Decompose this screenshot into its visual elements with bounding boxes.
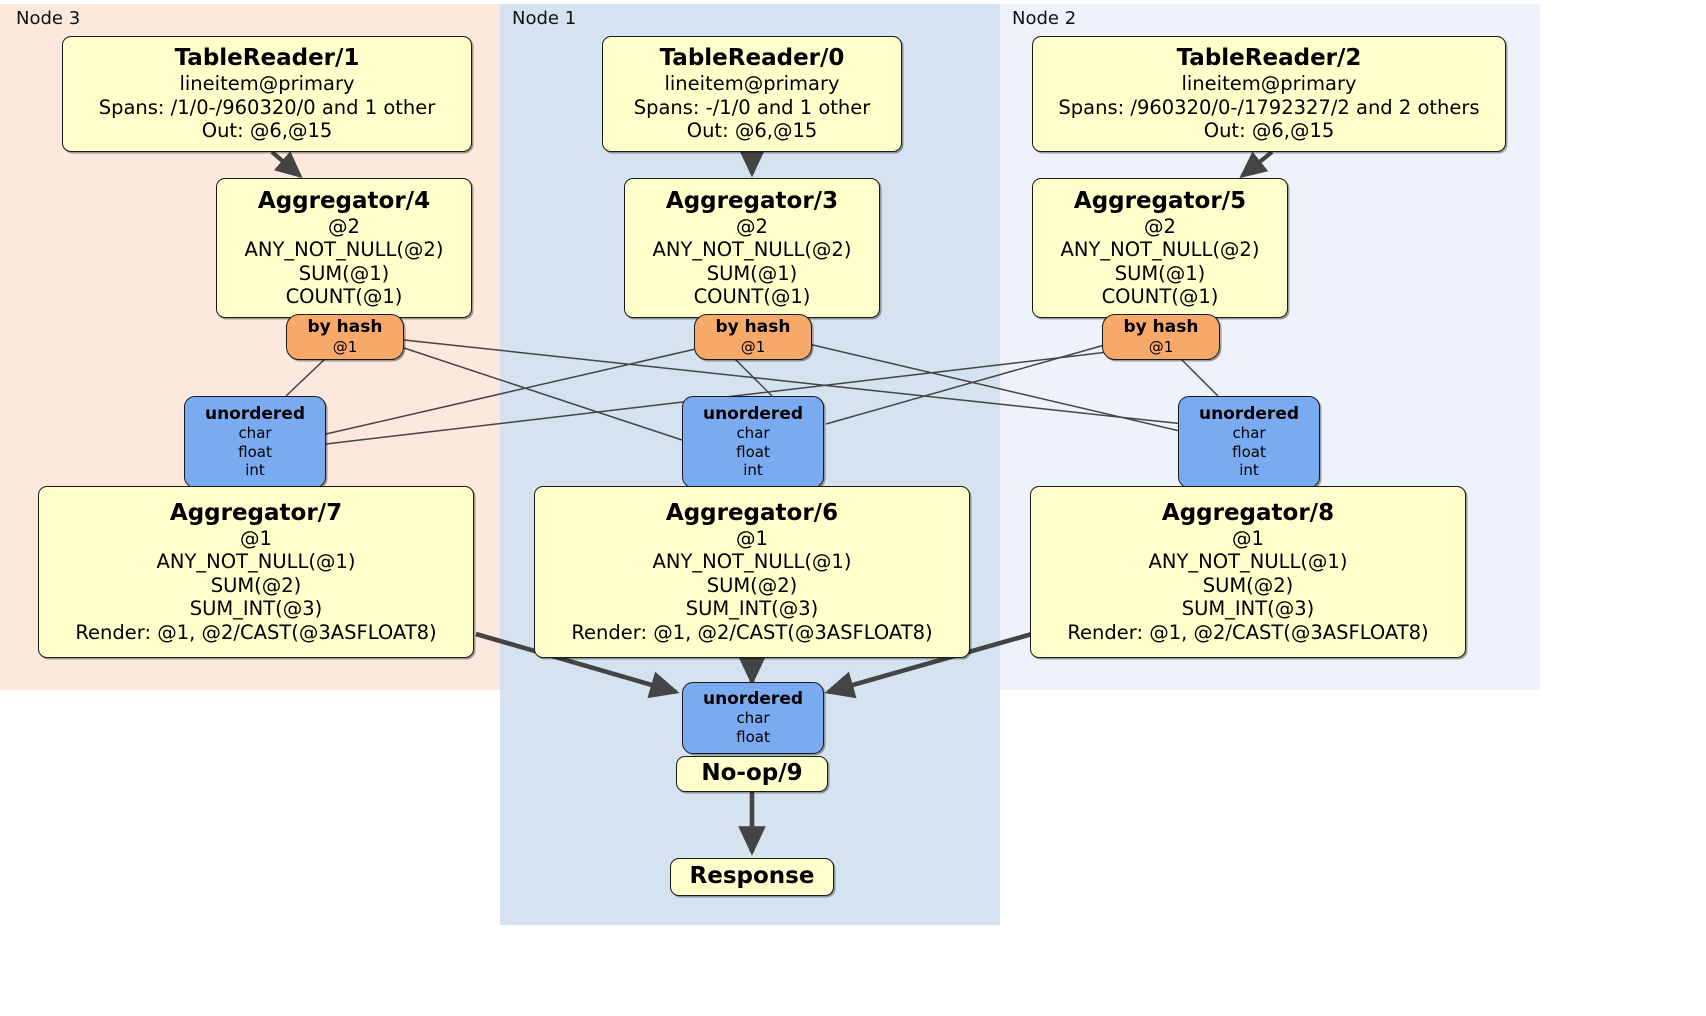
- receiver-final-title: unordered: [702, 688, 804, 709]
- aggregator-8-render: Render: @1, @2/CAST(@3ASFLOAT8): [1067, 620, 1429, 644]
- receiver-right[interactable]: unordered char float int: [1178, 396, 1320, 488]
- receiver-left[interactable]: unordered char float int: [184, 396, 326, 488]
- no-op-9[interactable]: No-op/9: [676, 756, 828, 792]
- table-reader-0-table: lineitem@primary: [664, 72, 840, 96]
- aggregator-6-func-2: SUM_INT(@3): [685, 597, 819, 621]
- aggregator-4[interactable]: Aggregator/4 @2 ANY_NOT_NULL(@2) SUM(@1)…: [216, 178, 472, 318]
- aggregator-5-func-0: ANY_NOT_NULL(@2): [1060, 238, 1260, 262]
- table-reader-1-title: TableReader/1: [174, 45, 360, 72]
- aggregator-6[interactable]: Aggregator/6 @1 ANY_NOT_NULL(@1) SUM(@2)…: [534, 486, 970, 658]
- hash-router-mid[interactable]: by hash @1: [694, 314, 812, 360]
- aggregator-7-func-0: ANY_NOT_NULL(@1): [156, 550, 356, 574]
- receiver-mid-type-1: float: [736, 442, 770, 461]
- table-reader-2-title: TableReader/2: [1176, 45, 1362, 72]
- aggregator-6-group: @1: [736, 527, 768, 551]
- no-op-9-title: No-op/9: [701, 760, 803, 787]
- response-node[interactable]: Response: [670, 858, 834, 896]
- hash-router-right[interactable]: by hash @1: [1102, 314, 1220, 360]
- aggregator-8-func-2: SUM_INT(@3): [1181, 597, 1315, 621]
- aggregator-5[interactable]: Aggregator/5 @2 ANY_NOT_NULL(@2) SUM(@1)…: [1032, 178, 1288, 318]
- receiver-left-title: unordered: [204, 403, 306, 424]
- table-reader-2-spans: Spans: /960320/0-/1792327/2 and 2 others: [1058, 95, 1480, 119]
- table-reader-2-out: Out: @6,@15: [1203, 119, 1335, 143]
- aggregator-3-func-2: COUNT(@1): [693, 284, 811, 308]
- aggregator-4-func-1: SUM(@1): [298, 261, 390, 285]
- receiver-right-type-0: char: [1232, 424, 1266, 443]
- aggregator-3-func-0: ANY_NOT_NULL(@2): [652, 238, 852, 262]
- hash-router-mid-column: @1: [740, 337, 766, 356]
- receiver-mid-type-2: int: [743, 460, 763, 479]
- receiver-final[interactable]: unordered char float: [682, 682, 824, 754]
- hash-router-left-column: @1: [332, 337, 358, 356]
- aggregator-8-func-0: ANY_NOT_NULL(@1): [1148, 550, 1348, 574]
- receiver-mid-type-0: char: [736, 424, 770, 443]
- aggregator-3-func-1: SUM(@1): [706, 261, 798, 285]
- table-reader-1-table: lineitem@primary: [179, 72, 355, 96]
- aggregator-3-group: @2: [736, 214, 768, 238]
- receiver-final-type-0: char: [736, 709, 770, 728]
- table-reader-1-out: Out: @6,@15: [201, 119, 333, 143]
- aggregator-7[interactable]: Aggregator/7 @1 ANY_NOT_NULL(@1) SUM(@2)…: [38, 486, 474, 658]
- aggregator-6-func-0: ANY_NOT_NULL(@1): [652, 550, 852, 574]
- response-title: Response: [689, 863, 815, 890]
- receiver-right-type-2: int: [1239, 460, 1259, 479]
- aggregator-5-group: @2: [1144, 214, 1176, 238]
- aggregator-3[interactable]: Aggregator/3 @2 ANY_NOT_NULL(@2) SUM(@1)…: [624, 178, 880, 318]
- receiver-mid[interactable]: unordered char float int: [682, 396, 824, 488]
- aggregator-4-title: Aggregator/4: [257, 187, 431, 214]
- table-reader-2-table: lineitem@primary: [1181, 72, 1357, 96]
- aggregator-7-group: @1: [240, 527, 272, 551]
- hash-router-right-title: by hash: [1123, 317, 1199, 338]
- node-label-node1: Node 1: [512, 8, 577, 29]
- receiver-mid-title: unordered: [702, 403, 804, 424]
- aggregator-8-group: @1: [1232, 527, 1264, 551]
- aggregator-3-title: Aggregator/3: [665, 187, 839, 214]
- table-reader-0-title: TableReader/0: [659, 45, 845, 72]
- node-label-node2: Node 2: [1012, 8, 1077, 29]
- aggregator-7-func-1: SUM(@2): [210, 573, 302, 597]
- aggregator-7-title: Aggregator/7: [169, 499, 343, 526]
- aggregator-8[interactable]: Aggregator/8 @1 ANY_NOT_NULL(@1) SUM(@2)…: [1030, 486, 1466, 658]
- hash-router-left[interactable]: by hash @1: [286, 314, 404, 360]
- hash-router-left-title: by hash: [307, 317, 383, 338]
- hash-router-right-column: @1: [1148, 337, 1174, 356]
- aggregator-4-func-2: COUNT(@1): [285, 284, 403, 308]
- aggregator-7-render: Render: @1, @2/CAST(@3ASFLOAT8): [75, 620, 437, 644]
- table-reader-1-spans: Spans: /1/0-/960320/0 and 1 other: [98, 95, 436, 119]
- aggregator-6-render: Render: @1, @2/CAST(@3ASFLOAT8): [571, 620, 933, 644]
- aggregator-8-title: Aggregator/8: [1161, 499, 1335, 526]
- table-reader-0-out: Out: @6,@15: [686, 119, 818, 143]
- table-reader-0[interactable]: TableReader/0 lineitem@primary Spans: -/…: [602, 36, 902, 152]
- aggregator-4-group: @2: [328, 214, 360, 238]
- table-reader-1[interactable]: TableReader/1 lineitem@primary Spans: /1…: [62, 36, 472, 152]
- aggregator-5-func-1: SUM(@1): [1114, 261, 1206, 285]
- aggregator-7-func-2: SUM_INT(@3): [189, 597, 323, 621]
- receiver-left-type-2: int: [245, 460, 265, 479]
- aggregator-6-title: Aggregator/6: [665, 499, 839, 526]
- node-label-node3: Node 3: [16, 8, 81, 29]
- receiver-final-type-1: float: [736, 727, 770, 746]
- receiver-right-type-1: float: [1232, 442, 1266, 461]
- aggregator-6-func-1: SUM(@2): [706, 573, 798, 597]
- receiver-left-type-0: char: [238, 424, 272, 443]
- receiver-right-title: unordered: [1198, 403, 1300, 424]
- hash-router-mid-title: by hash: [715, 317, 791, 338]
- aggregator-5-func-2: COUNT(@1): [1101, 284, 1219, 308]
- table-reader-0-spans: Spans: -/1/0 and 1 other: [633, 95, 871, 119]
- receiver-left-type-1: float: [238, 442, 272, 461]
- table-reader-2[interactable]: TableReader/2 lineitem@primary Spans: /9…: [1032, 36, 1506, 152]
- aggregator-5-title: Aggregator/5: [1073, 187, 1247, 214]
- aggregator-4-func-0: ANY_NOT_NULL(@2): [244, 238, 444, 262]
- aggregator-8-func-1: SUM(@2): [1202, 573, 1294, 597]
